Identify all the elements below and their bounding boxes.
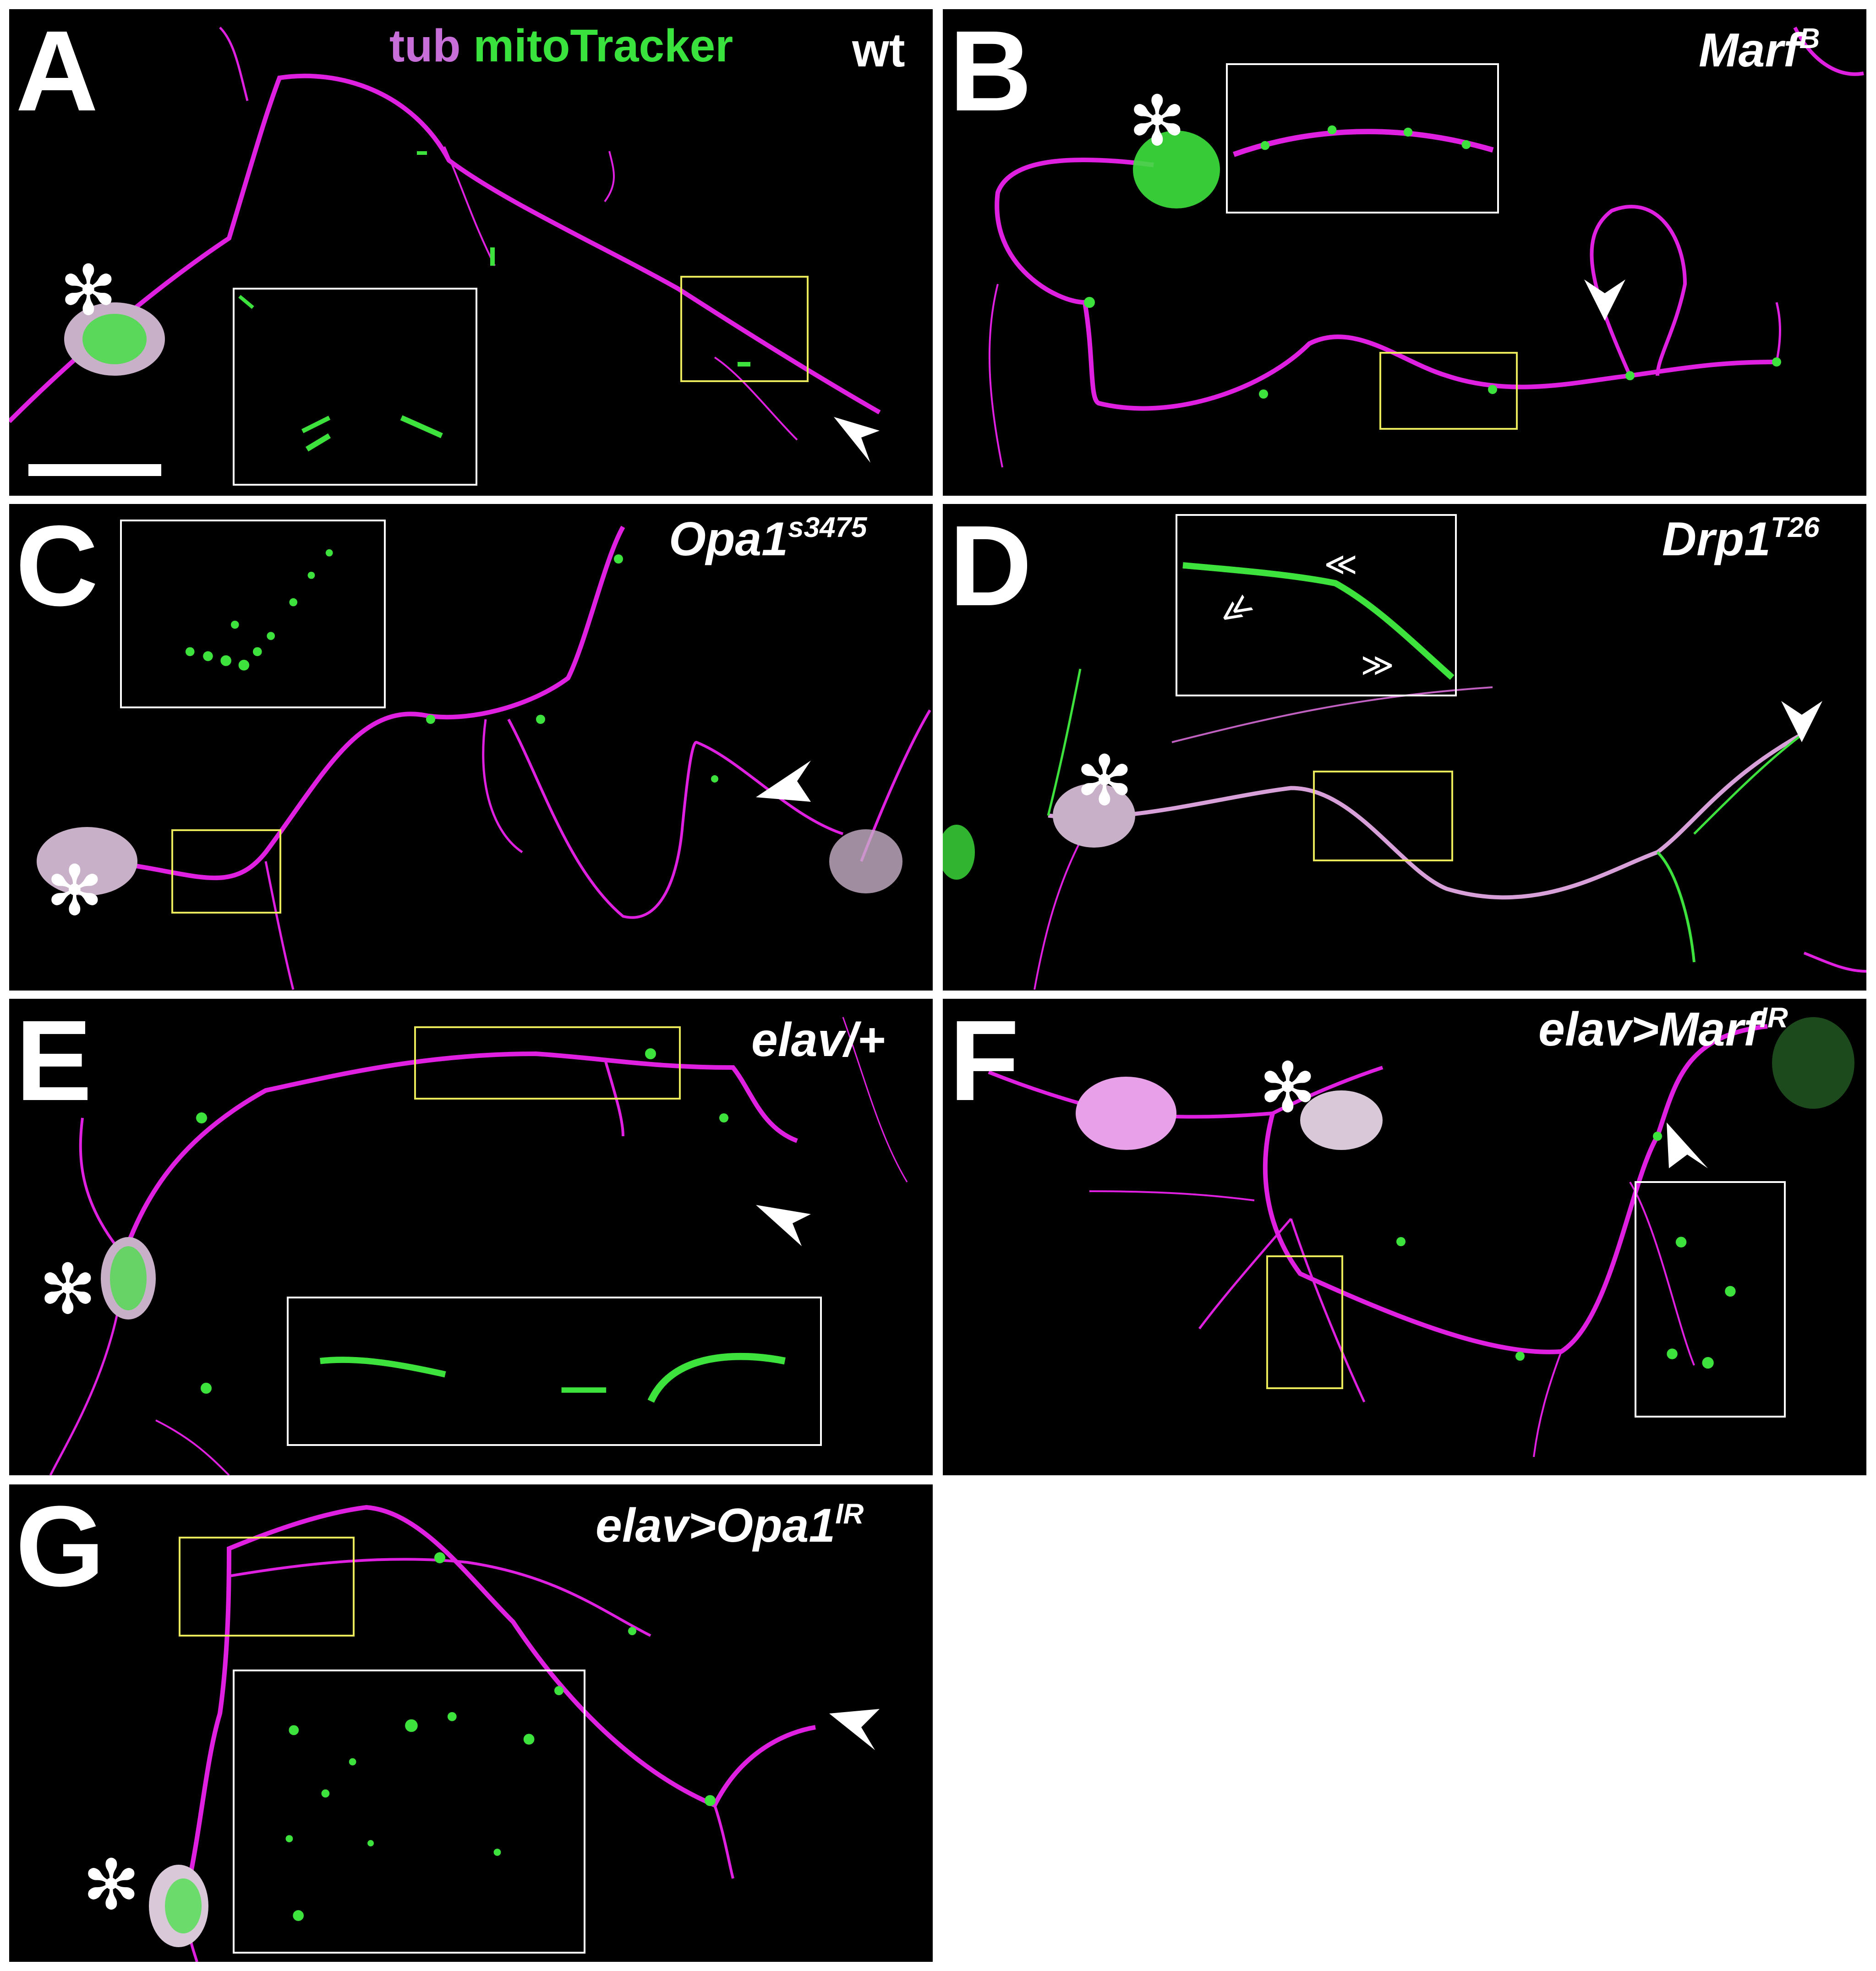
zoom-inset bbox=[120, 520, 386, 708]
zoom-inset-image bbox=[285, 1712, 535, 1921]
panel-c: C Opa1s3475 ✻ bbox=[9, 504, 933, 991]
genotype-name: Drp1 bbox=[1662, 513, 1771, 566]
zoom-inset bbox=[233, 1670, 585, 1954]
panel-a-micrograph bbox=[9, 27, 881, 441]
legend-mitotracker: mitoTracker bbox=[473, 20, 733, 71]
panel-f: F elav>MarfIR ✻ bbox=[943, 999, 1866, 1475]
panel-letter: B bbox=[949, 9, 1032, 135]
panel-c-micrograph bbox=[37, 526, 931, 990]
panel-letter: D bbox=[949, 504, 1032, 630]
color-legend: tub mitoTracker bbox=[389, 23, 733, 69]
genotype-allele: B bbox=[1799, 23, 1820, 55]
roi-box bbox=[1266, 1255, 1343, 1389]
zoom-inset bbox=[1635, 1181, 1786, 1418]
genotype-label: elav>MarfIR bbox=[1538, 1003, 1788, 1056]
panel-g-micrograph bbox=[149, 1505, 816, 1962]
arrowhead-icon bbox=[756, 1205, 811, 1246]
roi-box bbox=[414, 1026, 681, 1100]
arrowhead-icon bbox=[834, 417, 880, 463]
zoom-inset-image bbox=[1233, 125, 1494, 157]
zoom-inset-image bbox=[1182, 562, 1455, 680]
legend-tub: tub bbox=[389, 20, 461, 71]
genotype-label: elav/+ bbox=[751, 1013, 886, 1067]
panel-letter: C bbox=[16, 504, 98, 630]
roi-box bbox=[179, 1537, 355, 1637]
arrowhead-icon bbox=[1667, 1122, 1708, 1168]
panel-letter: E bbox=[16, 999, 92, 1124]
genotype-label: MarfB bbox=[1699, 24, 1820, 77]
genotype-label: elav>Opa1IR bbox=[596, 1499, 864, 1552]
asterisk-icon: ✻ bbox=[39, 1250, 97, 1330]
zoom-inset bbox=[287, 1297, 822, 1446]
arrowhead-icon bbox=[756, 761, 811, 802]
genotype-allele: s3475 bbox=[788, 512, 867, 543]
genotype-label: Opa1s3475 bbox=[669, 512, 867, 566]
panel-b-micrograph bbox=[988, 27, 1864, 468]
genotype-name: Opa1 bbox=[669, 513, 788, 566]
genotype-label: wt bbox=[852, 24, 905, 77]
panel-letter: G bbox=[16, 1484, 105, 1610]
genotype-allele: T26 bbox=[1770, 512, 1820, 543]
panel-letter: F bbox=[949, 999, 1019, 1124]
arrowhead-icon bbox=[829, 1709, 880, 1750]
genotype-label: Drp1T26 bbox=[1662, 512, 1820, 566]
genotype-name: elav>Marf bbox=[1538, 1003, 1760, 1056]
panel-d-micrograph bbox=[943, 668, 1866, 990]
genotype-name: elav>Opa1 bbox=[596, 1499, 836, 1552]
asterisk-icon: ✻ bbox=[1128, 82, 1186, 161]
roi-box bbox=[1313, 771, 1453, 861]
double-chevron-icon: ≪ bbox=[1324, 545, 1358, 583]
asterisk-icon: ✻ bbox=[82, 1845, 140, 1925]
asterisk-icon: ✻ bbox=[1076, 741, 1133, 821]
zoom-inset bbox=[1226, 63, 1499, 214]
panel-g: G elav>Opa1IR ✻ bbox=[9, 1484, 933, 1962]
zoom-inset-image bbox=[238, 295, 443, 452]
panel-f-micrograph bbox=[988, 1017, 1854, 1457]
panel-b: B MarfB ✻ bbox=[943, 9, 1866, 496]
zoom-inset-image bbox=[185, 549, 333, 671]
zoom-inset: ≪ ≪ ≫ bbox=[1176, 514, 1457, 696]
roi-box bbox=[171, 829, 281, 914]
asterisk-icon: ✻ bbox=[1259, 1048, 1317, 1128]
roi-box bbox=[1379, 352, 1518, 430]
panel-a: A tub mitoTracker wt ✻ bbox=[9, 9, 933, 496]
genotype-name: Marf bbox=[1699, 24, 1799, 77]
asterisk-icon: ✻ bbox=[46, 851, 104, 931]
asterisk-icon: ✻ bbox=[60, 251, 117, 331]
panel-d: D Drp1T26 ✻ ≪ ≪ ≫ bbox=[943, 504, 1866, 991]
panel-e-micrograph bbox=[49, 1017, 908, 1475]
zoom-inset-image bbox=[1667, 1237, 1736, 1369]
genotype-allele: IR bbox=[835, 1498, 864, 1530]
double-chevron-icon: ≫ bbox=[1361, 646, 1395, 684]
panel-letter: A bbox=[16, 9, 98, 135]
roi-box bbox=[680, 276, 809, 382]
scale-bar bbox=[28, 464, 161, 476]
panel-e: E elav/+ ✻ bbox=[9, 999, 933, 1475]
zoom-inset bbox=[233, 288, 477, 486]
arrowhead-icon bbox=[1584, 279, 1625, 321]
arrowhead-icon bbox=[1781, 701, 1822, 742]
zoom-inset-image bbox=[320, 1352, 786, 1403]
genotype-allele: IR bbox=[1759, 1002, 1788, 1034]
